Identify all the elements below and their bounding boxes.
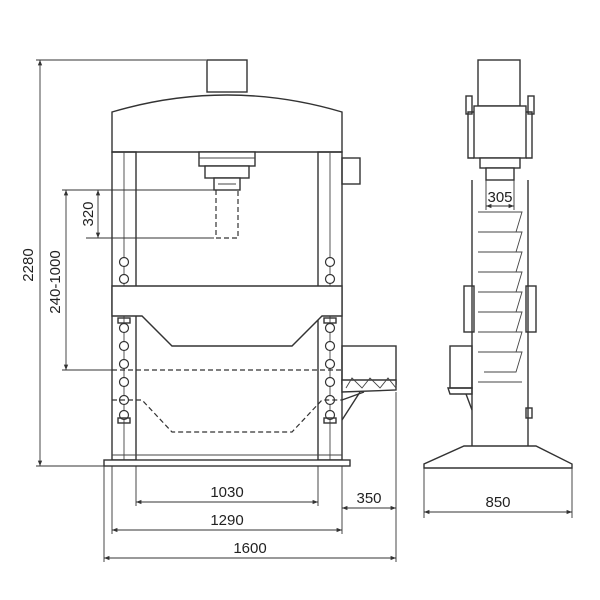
side-tray <box>341 379 397 393</box>
base-plate <box>103 459 351 467</box>
cylinder-flange <box>198 151 256 167</box>
right-column-holes <box>324 256 336 421</box>
label-tray-depth: 350 <box>356 490 381 507</box>
side-view-tray <box>449 345 473 389</box>
label-side-depth: 850 <box>485 494 510 511</box>
dimension-labels: 2280 320 240-1000 305 1030 1290 1600 350… <box>20 189 513 557</box>
side-view <box>423 59 573 469</box>
label-inner-frame-width: 1290 <box>210 512 243 529</box>
piston-stroke-outline <box>215 190 239 239</box>
front-view <box>103 59 397 467</box>
working-table <box>111 285 343 347</box>
side-ladder-rungs <box>478 211 523 383</box>
press-head <box>111 94 343 153</box>
label-working-height: 240-1000 <box>47 250 64 313</box>
dimension-lines <box>36 59 573 562</box>
label-table-width: 1030 <box>210 484 243 501</box>
cylinder-top <box>206 59 248 93</box>
label-total-height: 2280 <box>20 248 37 281</box>
tray-bracket <box>341 391 365 421</box>
left-column-holes <box>118 256 130 421</box>
side-head <box>473 105 527 159</box>
pump-box <box>341 157 361 185</box>
label-stroke: 320 <box>80 201 97 226</box>
working-table-lower-dashed <box>112 369 342 433</box>
label-cylinder-width: 305 <box>487 189 512 206</box>
side-base <box>423 445 573 469</box>
side-cylinder-top <box>477 59 521 107</box>
label-total-width: 1600 <box>233 540 266 557</box>
cylinder-body <box>204 165 250 179</box>
